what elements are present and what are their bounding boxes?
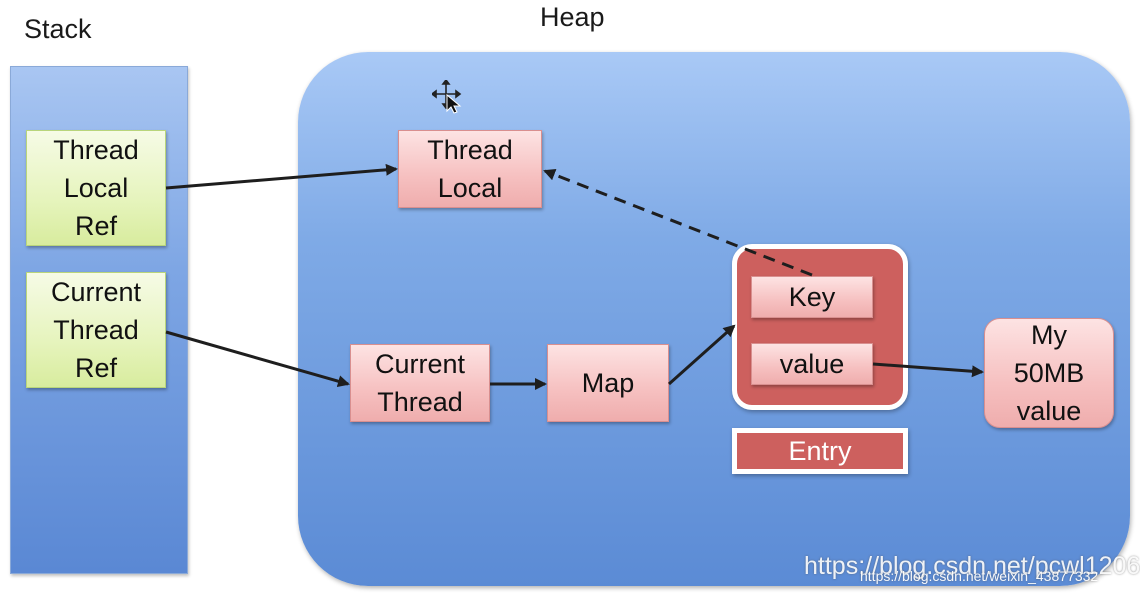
arrow-threadlocalref-to-threadlocal — [165, 163, 398, 190]
watermark-small: https://blog.csdn.net/weixin_43877332 — [860, 568, 1099, 584]
thread-local-box: Thread Local — [398, 130, 542, 208]
arrow-map-to-entry — [668, 324, 736, 386]
key-box: Key — [751, 276, 873, 318]
my-50mb-value-box: My 50MB value — [984, 318, 1114, 428]
current-thread-ref-box: Current Thread Ref — [26, 272, 166, 388]
thread-local-ref-box: Thread Local Ref — [26, 130, 166, 246]
arrow-value-to-my-value — [872, 362, 984, 378]
arrow-key-to-threadlocal-weak — [543, 169, 813, 277]
heap-title: Heap — [540, 2, 605, 32]
value-box: value — [751, 343, 873, 385]
watermark-large: https://blog.csdn.net/pcwl1206 — [804, 552, 1140, 580]
arrow-currentthreadref-to-currentthread — [165, 330, 350, 388]
stack-title: Stack — [24, 14, 92, 44]
current-thread-box: Current Thread — [350, 344, 490, 422]
move-cursor-icon — [432, 80, 462, 114]
entry-label: Entry — [732, 428, 908, 474]
